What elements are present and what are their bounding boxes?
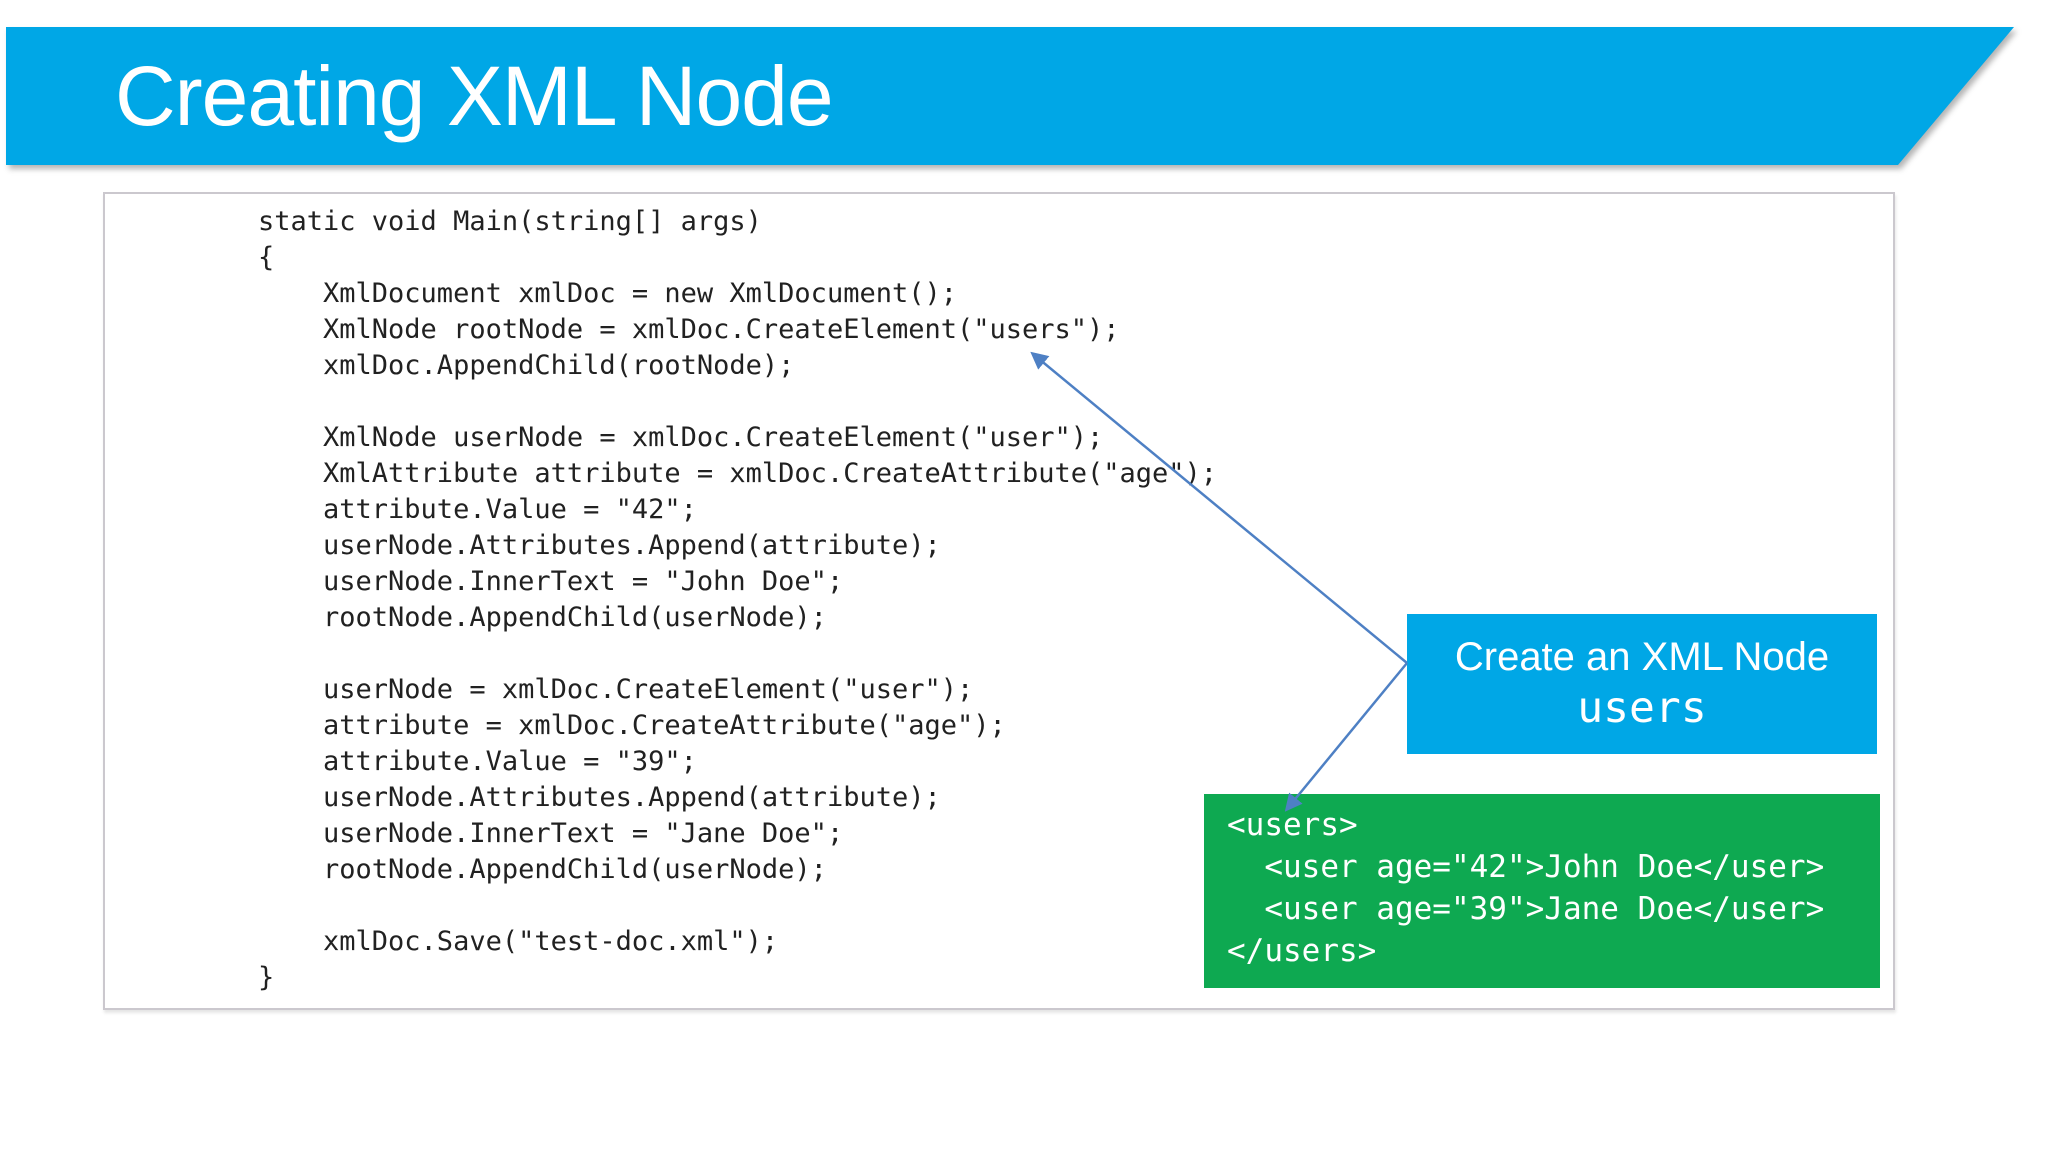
callout-box: Create an XML Node users (1407, 614, 1877, 754)
xml-output-box: <users> <user age="42">John Doe</user> <… (1204, 794, 1880, 988)
page-title: Creating XML Node (115, 49, 833, 143)
callout-node-name: users (1577, 683, 1707, 734)
code-block: static void Main(string[] args) { XmlDoc… (258, 206, 1218, 993)
callout-title: Create an XML Node (1454, 635, 1830, 680)
code-panel: static void Main(string[] args) { XmlDoc… (103, 192, 1895, 1010)
title-banner-shadow: Creating XML Node (6, 27, 2014, 165)
title-banner: Creating XML Node (6, 27, 2014, 165)
xml-output-code: <users> <user age="42">John Doe</user> <… (1227, 807, 1825, 969)
